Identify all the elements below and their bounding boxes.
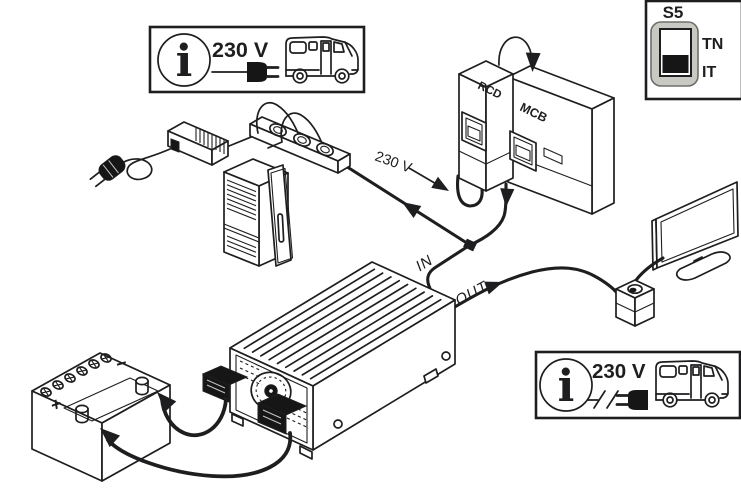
dc-terminal-block-2: [256, 393, 308, 435]
dc-terminal-block-1: [201, 365, 249, 403]
battery-cable-plus: [106, 431, 293, 479]
breaker-link-arrow: [498, 36, 533, 66]
socket-adapter-icon: [615, 279, 655, 327]
input-label: IN: [414, 251, 435, 276]
plug-lead-1: [255, 102, 299, 134]
plug-disconnected-icon: [615, 388, 650, 412]
supply-voltage-label: 230 V: [373, 149, 414, 177]
tv-stand-base: [675, 251, 731, 281]
info-icon: [157, 33, 211, 87]
euro-plug-icon: [89, 155, 126, 188]
distribution-board-icon: RCD MCB: [458, 36, 615, 215]
din-slot: [543, 147, 563, 165]
side-screw-2: [333, 419, 343, 429]
socket-strip-icon: [228, 102, 351, 174]
side-screw-1: [441, 351, 451, 361]
inverter-output-wire: [446, 266, 619, 313]
mains-adapter-icon: [89, 121, 229, 188]
info-symbol: i: [176, 36, 193, 87]
vent-grid-1: [239, 360, 263, 386]
battery-post-rear: [135, 376, 149, 396]
info-icon: [539, 358, 593, 412]
ac-wiring: [339, 161, 619, 313]
tv-icon: [651, 181, 739, 281]
mode-switch-panel: S5 TN IT: [644, 0, 741, 101]
battery-cables: [94, 386, 293, 479]
mcb-breaker-toggle: [509, 130, 537, 172]
rocker-switch-icon: [650, 21, 699, 87]
vent-cabinet-icon: [223, 158, 294, 267]
plug-lead-2: [267, 112, 322, 149]
battery-cell-caps: [40, 353, 112, 397]
adapter-cord: [118, 148, 171, 181]
battery-positive-label: +: [50, 393, 63, 416]
output-label: OUT: [454, 277, 490, 310]
battery-post-front: [75, 404, 89, 424]
left-arrow-icon: [398, 196, 422, 219]
mounting-foot-3: [423, 368, 439, 384]
switch-position-it-label: IT: [702, 64, 716, 81]
door-handle: [277, 213, 285, 243]
supply-arrow-icon: [431, 176, 453, 197]
info-symbol: i: [558, 361, 575, 412]
cooling-fins: [243, 268, 442, 380]
camper-van-icon: [285, 36, 359, 84]
switch-name-label: S5: [663, 3, 684, 22]
voltage-label: 230 V: [592, 360, 646, 383]
callout-mains-available: i 230 V: [148, 25, 366, 94]
voltage-label: 230 V: [212, 38, 269, 62]
disconnect-slashes: [593, 390, 619, 409]
down-arrow-icon: [498, 188, 515, 208]
mounting-foot-1: [231, 413, 244, 427]
battery-negative-label: −: [115, 352, 127, 375]
inverter-icon: [201, 261, 456, 460]
callout-mains-disconnected: i 230 V: [534, 350, 741, 420]
board-output-wire: [468, 182, 508, 247]
switch-position-tn-label: TN: [702, 36, 723, 53]
mounting-foot-2: [299, 445, 313, 460]
supply-arrow-line: [408, 167, 439, 186]
cabinet-door: [267, 164, 294, 267]
mains-loop-wire: [456, 174, 484, 208]
plug-connected-icon: [245, 60, 280, 84]
rcd-breaker-toggle: [461, 111, 487, 152]
camper-van-icon: [655, 360, 729, 408]
inverter-input-wire: [426, 243, 472, 293]
junction-node: [463, 238, 477, 252]
battery-icon: + −: [31, 352, 171, 482]
